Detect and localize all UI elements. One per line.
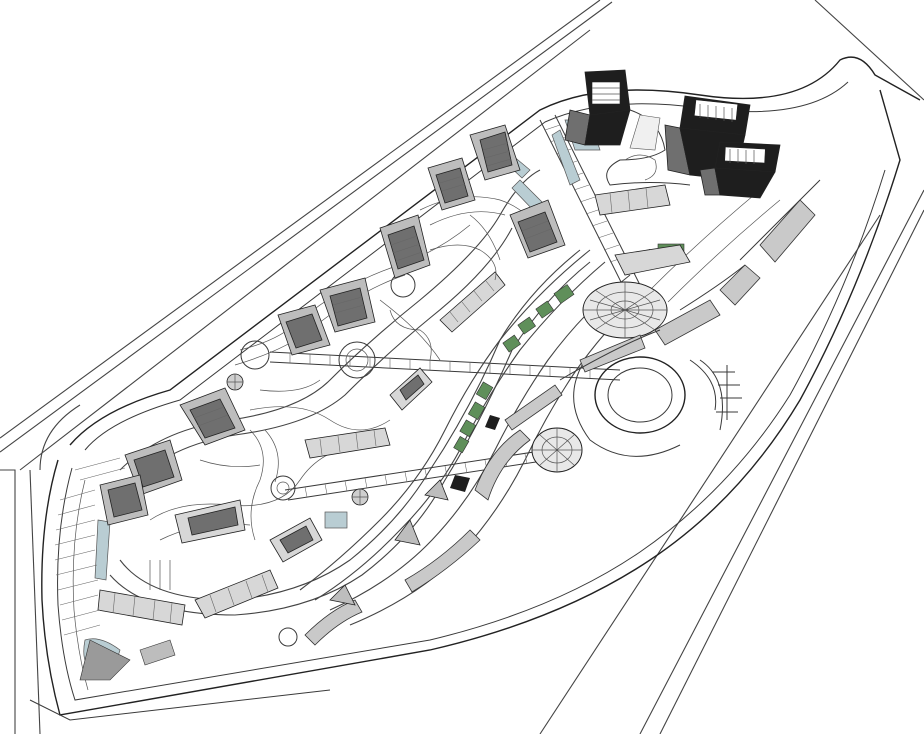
plaza-roundabout-west (240, 272, 416, 647)
outer-road-east (539, 0, 924, 734)
residential-tower (469, 124, 521, 181)
garden-paths (149, 214, 501, 590)
commercial-tower (699, 141, 781, 199)
residential-tower (179, 387, 246, 446)
pedestrian-bridge-south (284, 447, 563, 501)
row-housing-block (614, 244, 691, 276)
outer-road-west (0, 469, 41, 734)
row-housing-block (594, 184, 671, 216)
residential-tower (99, 474, 149, 526)
promenade-southeast (304, 179, 821, 646)
residential-tower (277, 304, 331, 356)
dome-canopy-north (582, 281, 668, 339)
lowrise-housing-cluster (97, 184, 691, 626)
plaza-roundabout-east (573, 356, 717, 457)
row-housing-block (194, 569, 279, 619)
residential-tower (509, 199, 566, 259)
row-housing-block (304, 427, 391, 459)
row-housing-block (269, 517, 323, 563)
residential-tower (427, 157, 476, 211)
row-housing-block (174, 499, 246, 544)
row-housing-block (97, 589, 186, 626)
commercial-tower-cluster (564, 69, 781, 199)
north-marker (699, 359, 742, 431)
dome-canopy-south (531, 427, 583, 473)
commercial-tower (564, 69, 631, 146)
row-housing-block (389, 367, 433, 411)
site-boundary (29, 56, 921, 721)
residential-tower (379, 214, 431, 279)
pedestrian-bridge-north (269, 351, 621, 381)
row-housing-block (439, 271, 506, 333)
residential-tower (319, 277, 376, 333)
small-pavilion (226, 373, 369, 506)
landscape-hatching-west (54, 457, 176, 681)
plaza-roundabout-center (338, 341, 376, 379)
pavilion-structures (329, 415, 500, 606)
residential-tower-cluster (99, 124, 566, 526)
outer-road-northwest (0, 0, 613, 471)
